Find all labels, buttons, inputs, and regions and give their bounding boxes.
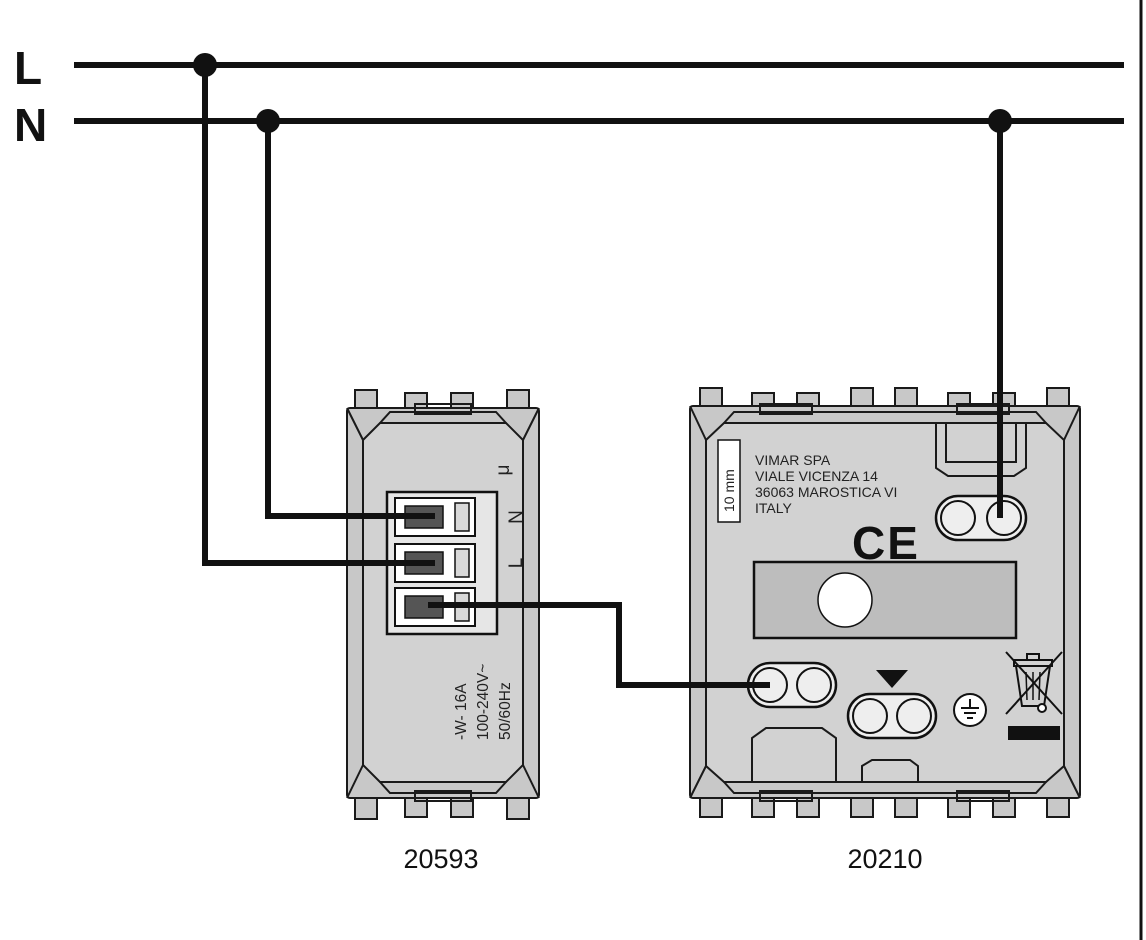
rating-line3: 50/60Hz (497, 682, 514, 740)
terminal-l-label: L (506, 558, 527, 569)
indicator-window (752, 560, 1018, 640)
rating-line1: -W- 16A (453, 683, 470, 740)
maker-line2: VIALE VICENZA 14 (755, 468, 878, 484)
wire-output-to-20210 (428, 602, 770, 688)
maker-line4: ITALY (755, 500, 792, 516)
weee-bin-icon (1005, 651, 1063, 740)
model-20593: 20593 (403, 844, 478, 874)
model-20210: 20210 (847, 844, 922, 874)
terminal-n-label: N (506, 510, 527, 524)
maker-line3: 36063 MAROSTICA VI (755, 484, 897, 500)
junction-dot-line (193, 53, 217, 77)
terminal-out-label: μ (493, 465, 514, 476)
junction-dot-neutral-right (988, 109, 1012, 133)
ce-mark: CE (852, 517, 920, 569)
wire-neutral-to-n-terminal (265, 121, 435, 519)
line-bus-label: L (14, 42, 42, 94)
device-20210: 10 mm VIMAR SPA VIALE VICENZA 14 36063 M… (689, 387, 1081, 818)
maker-line1: VIMAR SPA (755, 452, 831, 468)
arrow-down-icon (876, 670, 908, 688)
earth-ground-icon (953, 693, 987, 727)
junction-dot-neutral-left (256, 109, 280, 133)
terminal-pair-center (846, 692, 938, 740)
strip-length-label: 10 mm (721, 469, 737, 512)
strip-length-gauge (717, 439, 741, 523)
rating-line2: 100-240V~ (475, 664, 492, 740)
wire-line-to-l-terminal (202, 65, 435, 566)
indicator-lens (817, 572, 873, 628)
terminal-pair-top (934, 494, 1028, 542)
neutral-bus-label: N (14, 99, 47, 151)
